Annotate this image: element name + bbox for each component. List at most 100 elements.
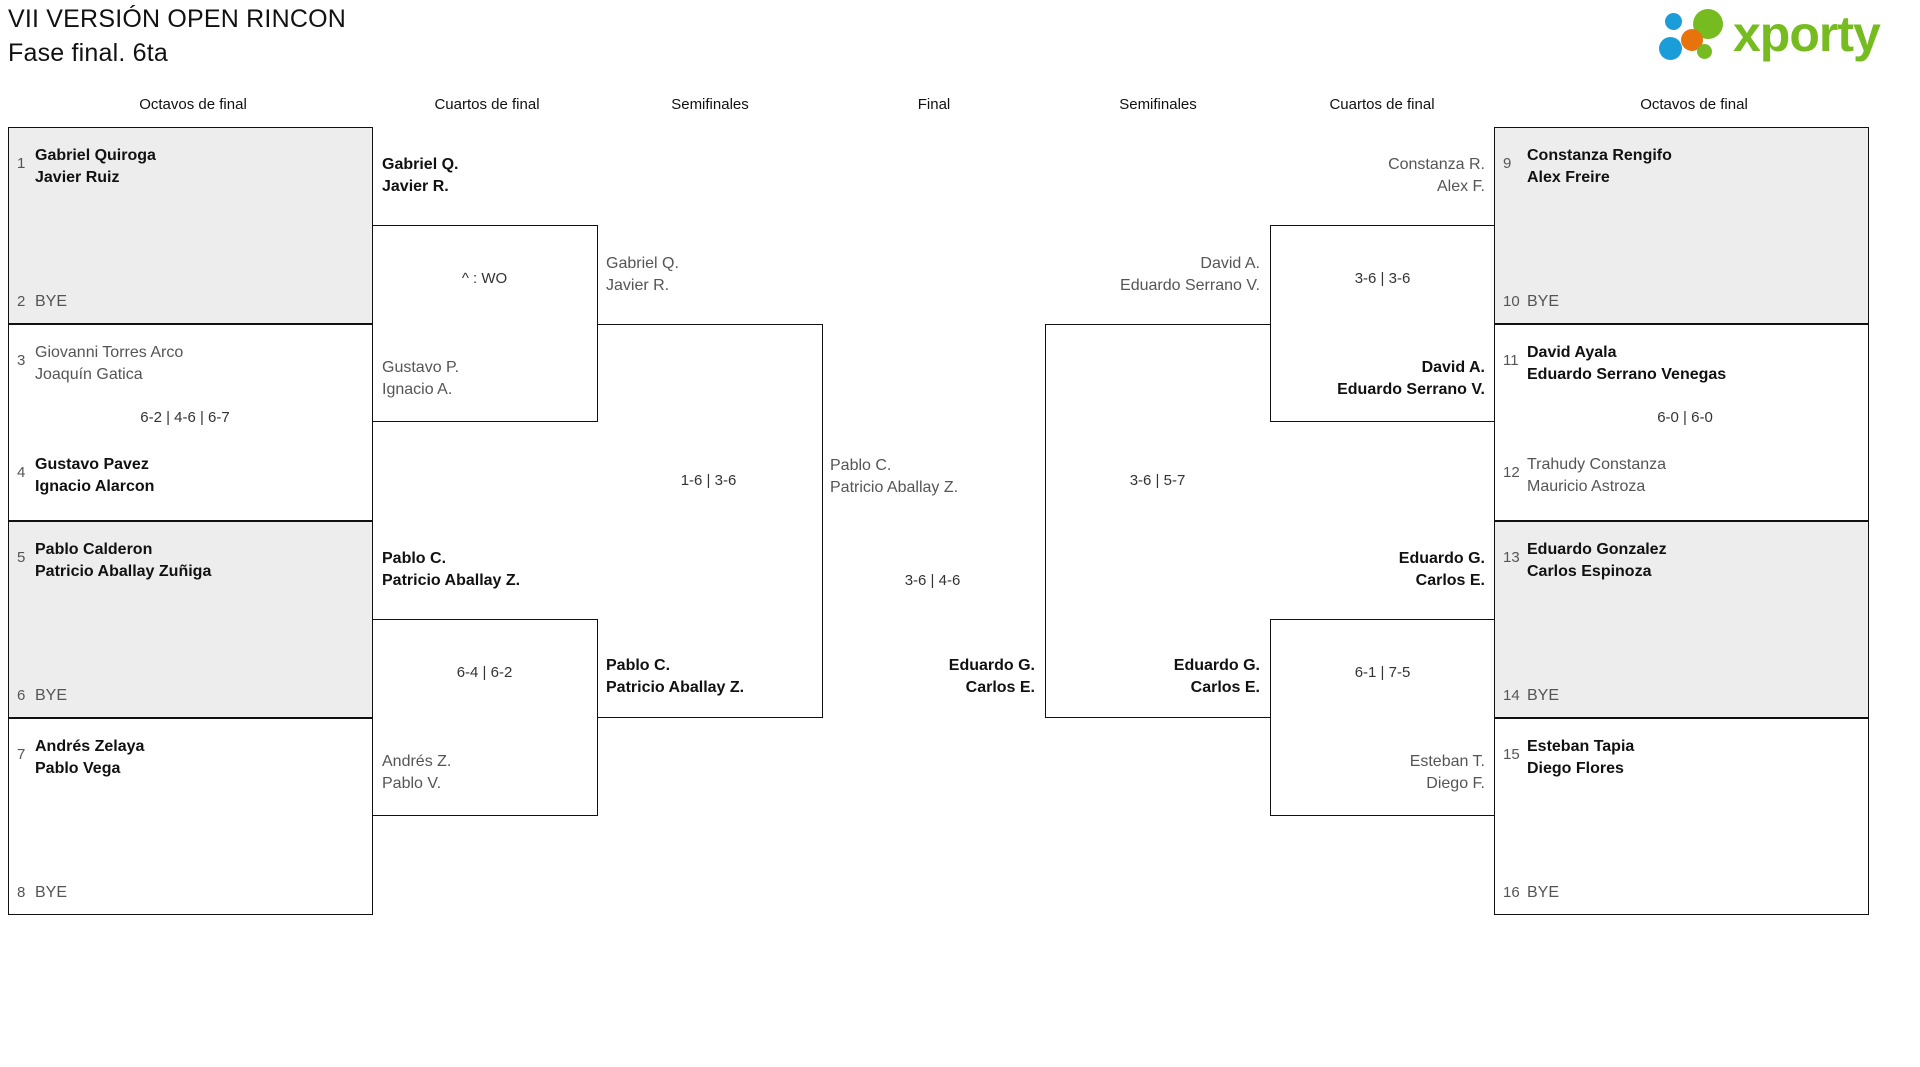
qf-score-right-top: 3-6 | 3-6 xyxy=(1354,270,1411,287)
seed-number: 5 xyxy=(17,549,26,566)
seed-number: 4 xyxy=(17,464,26,481)
qf-score-left-bottom: 6-4 | 6-2 xyxy=(456,664,513,681)
player-2: Mauricio Astroza xyxy=(1527,478,1646,495)
player-2: Carlos E. xyxy=(1190,679,1260,696)
logo-dots-icon xyxy=(1657,5,1739,63)
qf-team-left-3: Pablo C. Patricio Aballay Z. xyxy=(382,548,520,592)
team-names: Giovanni Torres Arco Joaquín Gatica xyxy=(35,342,183,386)
bye-label: BYE xyxy=(35,293,68,310)
player-1: Gustavo P. xyxy=(382,359,460,376)
tournament-name: VII VERSIÓN OPEN RINCON xyxy=(8,5,346,33)
bye-label: BYE xyxy=(35,884,68,901)
player-2: Carlos Espinoza xyxy=(1527,563,1652,580)
qf-score-right-bottom: 6-1 | 7-5 xyxy=(1354,664,1411,681)
connector-left-qf-top xyxy=(373,225,598,422)
bracket-slot-seed-1[interactable]: 1 Gabriel Quiroga Javier Ruiz 2 BYE xyxy=(8,127,373,324)
player-1: Gabriel Quiroga xyxy=(35,147,156,164)
player-1: Gabriel Q. xyxy=(382,156,459,173)
player-1: Eduardo Gonzalez xyxy=(1527,541,1667,558)
final-team-bottom: Eduardo G. Carlos E. xyxy=(830,655,1035,699)
final-team-top: Pablo C. Patricio Aballay Z. xyxy=(830,455,958,499)
connector-right-qf-bottom xyxy=(1270,619,1495,816)
team-names: Esteban Tapia Diego Flores xyxy=(1527,736,1634,780)
player-2: Diego Flores xyxy=(1527,760,1624,777)
qf-team-right-2: David A. Eduardo Serrano V. xyxy=(1280,357,1485,401)
seed-number: 14 xyxy=(1503,687,1520,704)
player-1: Trahudy Constanza xyxy=(1527,456,1667,473)
player-2: Pablo Vega xyxy=(35,760,121,777)
seed-number: 11 xyxy=(1503,352,1519,369)
sf-team-right-1: David A. Eduardo Serrano V. xyxy=(1055,253,1260,297)
team-names: Trahudy Constanza Mauricio Astroza xyxy=(1527,454,1666,498)
player-1: David A. xyxy=(1421,359,1485,376)
seed-number: 9 xyxy=(1503,155,1512,172)
connector-right-sf xyxy=(1045,324,1271,718)
team-names: Andrés Zelaya Pablo Vega xyxy=(35,736,144,780)
round-header-left-qf: Cuartos de final xyxy=(434,96,540,113)
xporty-logo[interactable]: xporty xyxy=(1657,5,1902,63)
qf-team-right-1: Constanza R. Alex F. xyxy=(1280,154,1485,198)
round-header-right-qf: Cuartos de final xyxy=(1329,96,1435,113)
bracket-slot-seed-9[interactable]: 9 Constanza Rengifo Alex Freire 10 BYE xyxy=(1494,127,1869,324)
seed-number: 8 xyxy=(17,884,26,901)
round-header-right-r16: Octavos de final xyxy=(1640,96,1748,113)
sf-score-left: 1-6 | 3-6 xyxy=(680,472,737,489)
connector-right-qf-top xyxy=(1270,225,1495,422)
player-1: Esteban T. xyxy=(1409,753,1485,770)
seed-number: 12 xyxy=(1503,464,1520,481)
player-1: David Ayala xyxy=(1527,344,1617,361)
player-1: Giovanni Torres Arco xyxy=(35,344,184,361)
player-2: Patricio Aballay Z. xyxy=(606,679,745,696)
seed-number: 1 xyxy=(17,155,26,172)
player-2: Javier R. xyxy=(606,277,670,294)
player-1: Esteban Tapia xyxy=(1527,738,1635,755)
player-1: Eduardo G. xyxy=(1173,657,1260,674)
tournament-phase: Fase final. 6ta xyxy=(8,39,169,67)
seed-number: 15 xyxy=(1503,746,1520,763)
team-names: Eduardo Gonzalez Carlos Espinoza xyxy=(1527,539,1667,583)
player-2: Eduardo Serrano Venegas xyxy=(1527,366,1727,383)
sf-team-left-1: Gabriel Q. Javier R. xyxy=(606,253,679,297)
player-1: Constanza R. xyxy=(1388,156,1485,173)
match-score: 6-2 | 4-6 | 6-7 xyxy=(140,409,230,426)
sf-team-right-2: Eduardo G. Carlos E. xyxy=(1055,655,1260,699)
bracket-slot-seed-7[interactable]: 7 Andrés Zelaya Pablo Vega 8 BYE xyxy=(8,718,373,915)
logo-wordmark: xporty xyxy=(1733,6,1881,62)
player-2: Eduardo Serrano V. xyxy=(1120,277,1260,294)
bracket-slot-seed-13[interactable]: 13 Eduardo Gonzalez Carlos Espinoza 14 B… xyxy=(1494,521,1869,718)
player-1: Andrés Z. xyxy=(382,753,452,770)
round-header-left-r16: Octavos de final xyxy=(139,96,247,113)
bracket-slot-seed-3[interactable]: 3 Giovanni Torres Arco Joaquín Gatica 6-… xyxy=(8,324,373,521)
player-2: Javier R. xyxy=(382,178,449,195)
team-names: Pablo Calderon Patricio Aballay Zuñiga xyxy=(35,539,211,583)
player-1: Gustavo Pavez xyxy=(35,456,149,473)
bracket-slot-seed-11[interactable]: 11 David Ayala Eduardo Serrano Venegas 6… xyxy=(1494,324,1869,521)
round-header-right-sf: Semifinales xyxy=(1119,96,1197,113)
qf-score-left-top: ^ : WO xyxy=(461,270,508,287)
seed-number: 7 xyxy=(17,746,26,763)
player-2: Carlos E. xyxy=(965,679,1035,696)
sf-team-left-2: Pablo C. Patricio Aballay Z. xyxy=(606,655,744,699)
seed-number: 6 xyxy=(17,687,26,704)
player-1: Gabriel Q. xyxy=(606,255,679,272)
player-2: Patricio Aballay Zuñiga xyxy=(35,563,212,580)
player-2: Ignacio Alarcon xyxy=(35,478,155,495)
qf-team-left-4: Andrés Z. Pablo V. xyxy=(382,751,451,795)
qf-team-right-4: Esteban T. Diego F. xyxy=(1280,751,1485,795)
player-2: Ignacio A. xyxy=(382,381,453,398)
match-score: 6-0 | 6-0 xyxy=(1657,409,1713,426)
connector-left-sf xyxy=(597,324,823,718)
player-2: Patricio Aballay Z. xyxy=(830,479,959,496)
bye-label: BYE xyxy=(1527,884,1560,901)
team-names: Gabriel Quiroga Javier Ruiz xyxy=(35,145,156,189)
seed-number: 10 xyxy=(1503,293,1520,310)
bracket-slot-seed-15[interactable]: 15 Esteban Tapia Diego Flores 16 BYE xyxy=(1494,718,1869,915)
page-title: VII VERSIÓN OPEN RINCON Fase final. 6ta xyxy=(8,2,346,70)
player-1: Pablo C. xyxy=(606,657,671,674)
qf-team-left-2: Gustavo P. Ignacio A. xyxy=(382,357,459,401)
team-names: David Ayala Eduardo Serrano Venegas xyxy=(1527,342,1726,386)
bye-label: BYE xyxy=(1527,687,1560,704)
seed-number: 2 xyxy=(17,293,26,310)
bracket-slot-seed-5[interactable]: 5 Pablo Calderon Patricio Aballay Zuñiga… xyxy=(8,521,373,718)
